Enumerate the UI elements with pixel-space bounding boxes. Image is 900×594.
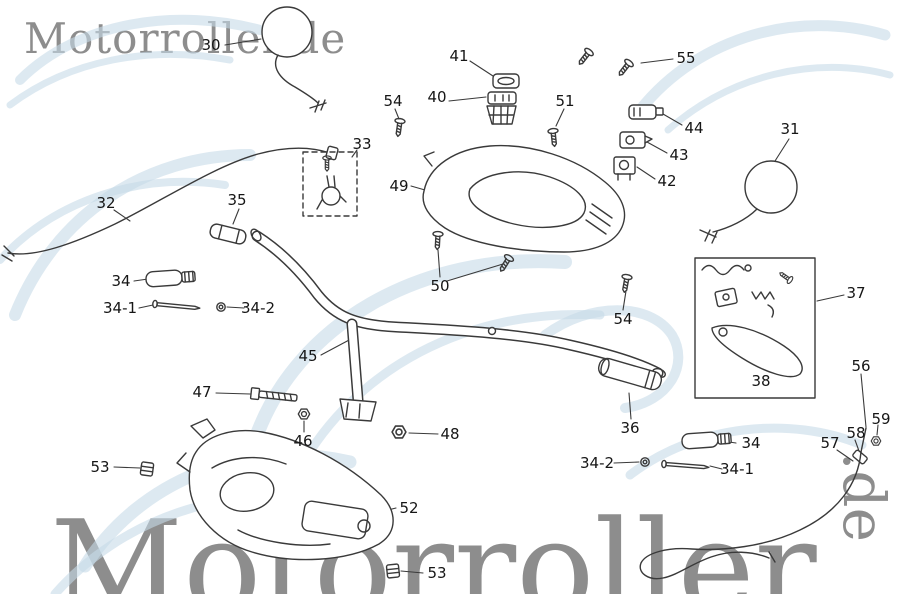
part-36-grip bbox=[597, 357, 663, 391]
part-34-grip-right bbox=[680, 430, 733, 450]
leader-lines bbox=[113, 38, 879, 574]
part-34-2-washer-left bbox=[216, 302, 226, 312]
part-53-clip-left bbox=[139, 461, 155, 477]
part-40-switch bbox=[486, 91, 517, 125]
part-33-throttle-assembly bbox=[302, 151, 358, 217]
part-49-handlebar-cover bbox=[422, 144, 626, 253]
watermark-swirls bbox=[0, 14, 894, 594]
part-45-handlebar bbox=[250, 228, 666, 422]
part-44-switch bbox=[628, 104, 664, 120]
part-35-bar-end bbox=[209, 223, 247, 245]
part-51-screw bbox=[547, 127, 561, 148]
part-34-grip-left bbox=[144, 268, 197, 288]
part-46-nut bbox=[297, 408, 311, 420]
part-55-screws bbox=[574, 46, 636, 79]
part-37-brake-lever-assembly bbox=[694, 257, 816, 399]
part-52-front-cover bbox=[176, 418, 394, 561]
part-53-clip-bottom bbox=[385, 563, 401, 579]
part-34-1-screw-right bbox=[660, 459, 710, 471]
part-41-switch bbox=[492, 73, 520, 89]
part-57-speedo-cable bbox=[639, 451, 862, 580]
part-31-mirror-right bbox=[699, 160, 798, 244]
part-30-mirror-left bbox=[261, 6, 327, 113]
part-54-screw-right bbox=[618, 273, 634, 294]
part-43-clamp bbox=[619, 131, 653, 149]
part-34-1-screw-left bbox=[151, 299, 201, 312]
part-54-screw-top bbox=[392, 117, 406, 138]
part-42-block bbox=[613, 156, 636, 181]
part-48-nut bbox=[391, 425, 407, 439]
